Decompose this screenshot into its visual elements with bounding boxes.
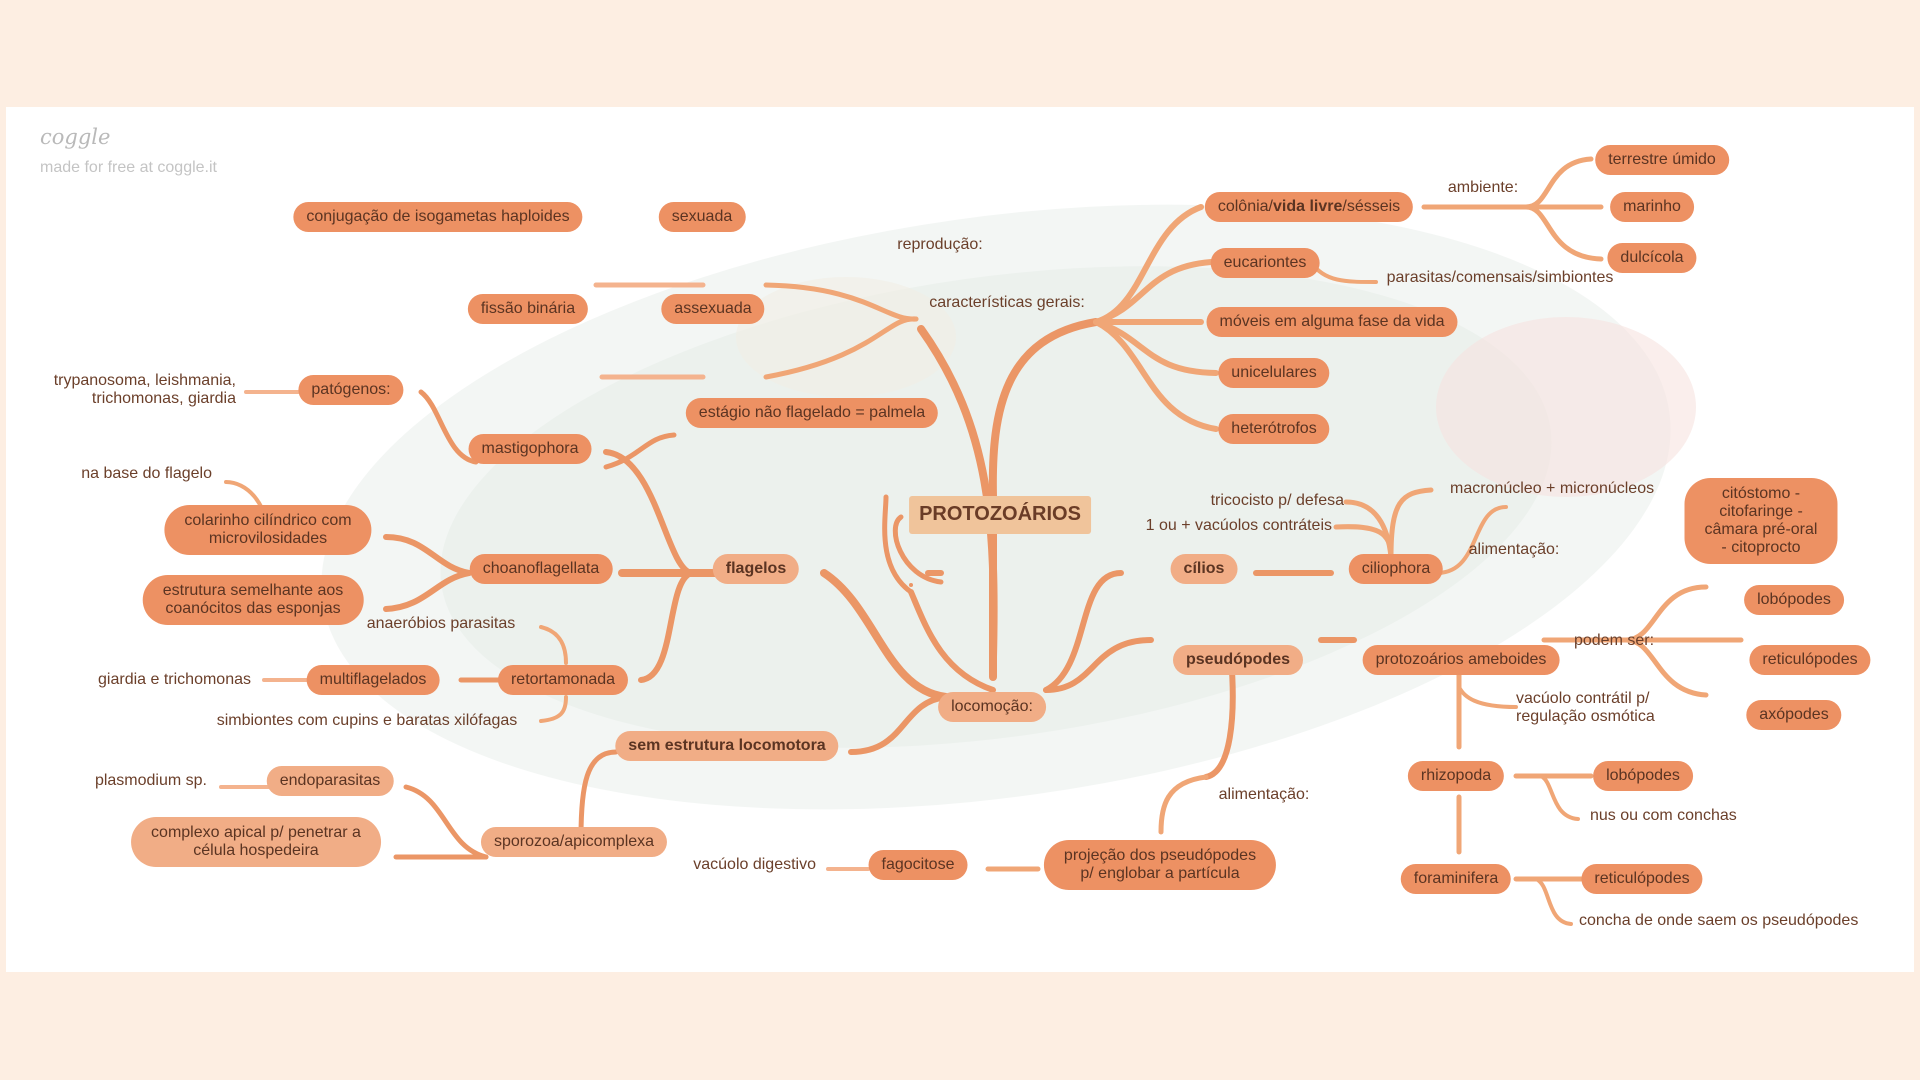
colonia-prefix: colônia/ — [1217, 198, 1273, 215]
node-marinho[interactable]: marinho — [1610, 192, 1694, 222]
node-complexo[interactable]: complexo apical p/ penetrar a célula hos… — [131, 817, 381, 867]
node-assexuada[interactable]: assexuada — [661, 294, 765, 324]
node-ameboides[interactable]: protozoários ameboides — [1362, 645, 1560, 675]
label-simbiontes: simbiontes com cupins e baratas xilófaga… — [216, 712, 518, 729]
label-anaerobios: anaeróbios parasitas — [366, 615, 516, 632]
label-caracteristicas: características gerais: — [929, 294, 1085, 311]
coggle-logo: coggle — [40, 125, 111, 149]
node-lobopodes-2[interactable]: lobópodes — [1593, 761, 1693, 791]
node-retortamonada[interactable]: retortamonada — [497, 665, 629, 695]
node-patogenos[interactable]: patógenos: — [298, 375, 404, 405]
node-heterotrofos[interactable]: heterótrofos — [1218, 414, 1330, 444]
label-vacuolos-contrateis: 1 ou + vacúolos contráteis — [1145, 517, 1332, 534]
label-na-base: na base do flagelo — [81, 465, 212, 482]
node-terrestre[interactable]: terrestre úmido — [1595, 145, 1729, 175]
label-parasitas: parasitas/comensais/simbiontes — [1386, 269, 1614, 286]
colonia-bold: vida livre — [1272, 198, 1343, 215]
node-estrutura[interactable]: estrutura semelhante aos coanócitos das … — [142, 575, 364, 625]
label-reproducao: reprodução: — [897, 236, 983, 253]
node-ciliophora[interactable]: ciliophora — [1348, 554, 1444, 584]
node-fissao[interactable]: fissão binária — [467, 294, 589, 324]
node-lobopodes-1[interactable]: lobópodes — [1744, 585, 1844, 615]
label-plasmodium: plasmodium sp. — [94, 772, 207, 789]
node-axopodes[interactable]: axópodes — [1746, 700, 1842, 730]
node-endoparasitas[interactable]: endoparasitas — [266, 766, 394, 796]
node-choanoflagellata[interactable]: choanoflagellata — [469, 554, 613, 584]
mind-map-canvas: coggle made for free at coggle.it PROTOZ… — [6, 107, 1914, 972]
coggle-tagline[interactable]: made for free at coggle.it — [40, 159, 217, 176]
label-alimentacao-pseudopodes: alimentação: — [1218, 786, 1310, 803]
node-projecao[interactable]: projeção dos pseudópodes p/ englobar a p… — [1043, 840, 1277, 890]
label-macronucleo: macronúcleo + micronúcleos — [1450, 480, 1655, 497]
node-conjugacao[interactable]: conjugação de isogametas haploides — [293, 202, 583, 232]
label-tricocisto: tricocisto p/ defesa — [1210, 492, 1344, 509]
label-alimentacao-ciliophora: alimentação: — [1468, 541, 1560, 558]
label-podem-ser: podem ser: — [1573, 632, 1655, 649]
node-estagio[interactable]: estágio não flagelado = palmela — [685, 398, 939, 428]
label-nus-conchas: nus ou com conchas — [1590, 807, 1737, 824]
label-concha: concha de onde saem os pseudópodes — [1579, 912, 1859, 929]
node-mastigophora[interactable]: mastigophora — [468, 434, 592, 464]
node-reticulopodes-2[interactable]: reticulópodes — [1581, 864, 1703, 894]
node-locomocao[interactable]: locomoção: — [938, 692, 1046, 722]
node-sexuada[interactable]: sexuada — [658, 202, 746, 232]
label-vacuolo-digestivo: vacúolo digestivo — [693, 856, 816, 873]
node-sporozoa[interactable]: sporozoa/apicomplexa — [480, 827, 668, 857]
node-sem-estrutura[interactable]: sem estrutura locomotora — [615, 731, 839, 761]
colonia-suffix: /sésseis — [1342, 198, 1401, 215]
label-giardia: giardia e trichomonas — [98, 671, 251, 688]
label-vacuolo-contratil: vacúolo contrátil p/ regulação osmótica — [1516, 690, 1655, 725]
node-rhizopoda[interactable]: rhizopoda — [1407, 761, 1505, 791]
node-colarinho[interactable]: colarinho cilíndrico com microvilosidade… — [164, 505, 372, 555]
node-cilios[interactable]: cílios — [1170, 554, 1238, 584]
node-dulcicola[interactable]: dulcícola — [1607, 243, 1697, 273]
node-moveis[interactable]: móveis em alguma fase da vida — [1206, 307, 1458, 337]
branch-lines — [219, 156, 1744, 926]
node-multiflagelados[interactable]: multiflagelados — [306, 665, 440, 695]
node-fagocitose[interactable]: fagocitose — [868, 850, 968, 880]
node-citostomo[interactable]: citóstomo - citofaringe - câmara pré-ora… — [1684, 478, 1838, 564]
root-node[interactable]: PROTOZOÁRIOS — [909, 496, 1091, 534]
label-ambiente: ambiente: — [1447, 179, 1519, 196]
node-reticulopodes-1[interactable]: reticulópodes — [1749, 645, 1871, 675]
node-pseudopodes[interactable]: pseudópodes — [1172, 645, 1304, 675]
node-foraminifera[interactable]: foraminifera — [1400, 864, 1512, 894]
node-unicelulares[interactable]: unicelulares — [1218, 358, 1330, 388]
label-trypanosoma: trypanosoma, leishmania, trichomonas, gi… — [53, 372, 236, 407]
node-eucariontes[interactable]: eucariontes — [1210, 248, 1320, 278]
node-colonia[interactable]: colônia/vida livre/sésseis — [1204, 192, 1414, 222]
node-flagelos[interactable]: flagelos — [712, 554, 800, 584]
